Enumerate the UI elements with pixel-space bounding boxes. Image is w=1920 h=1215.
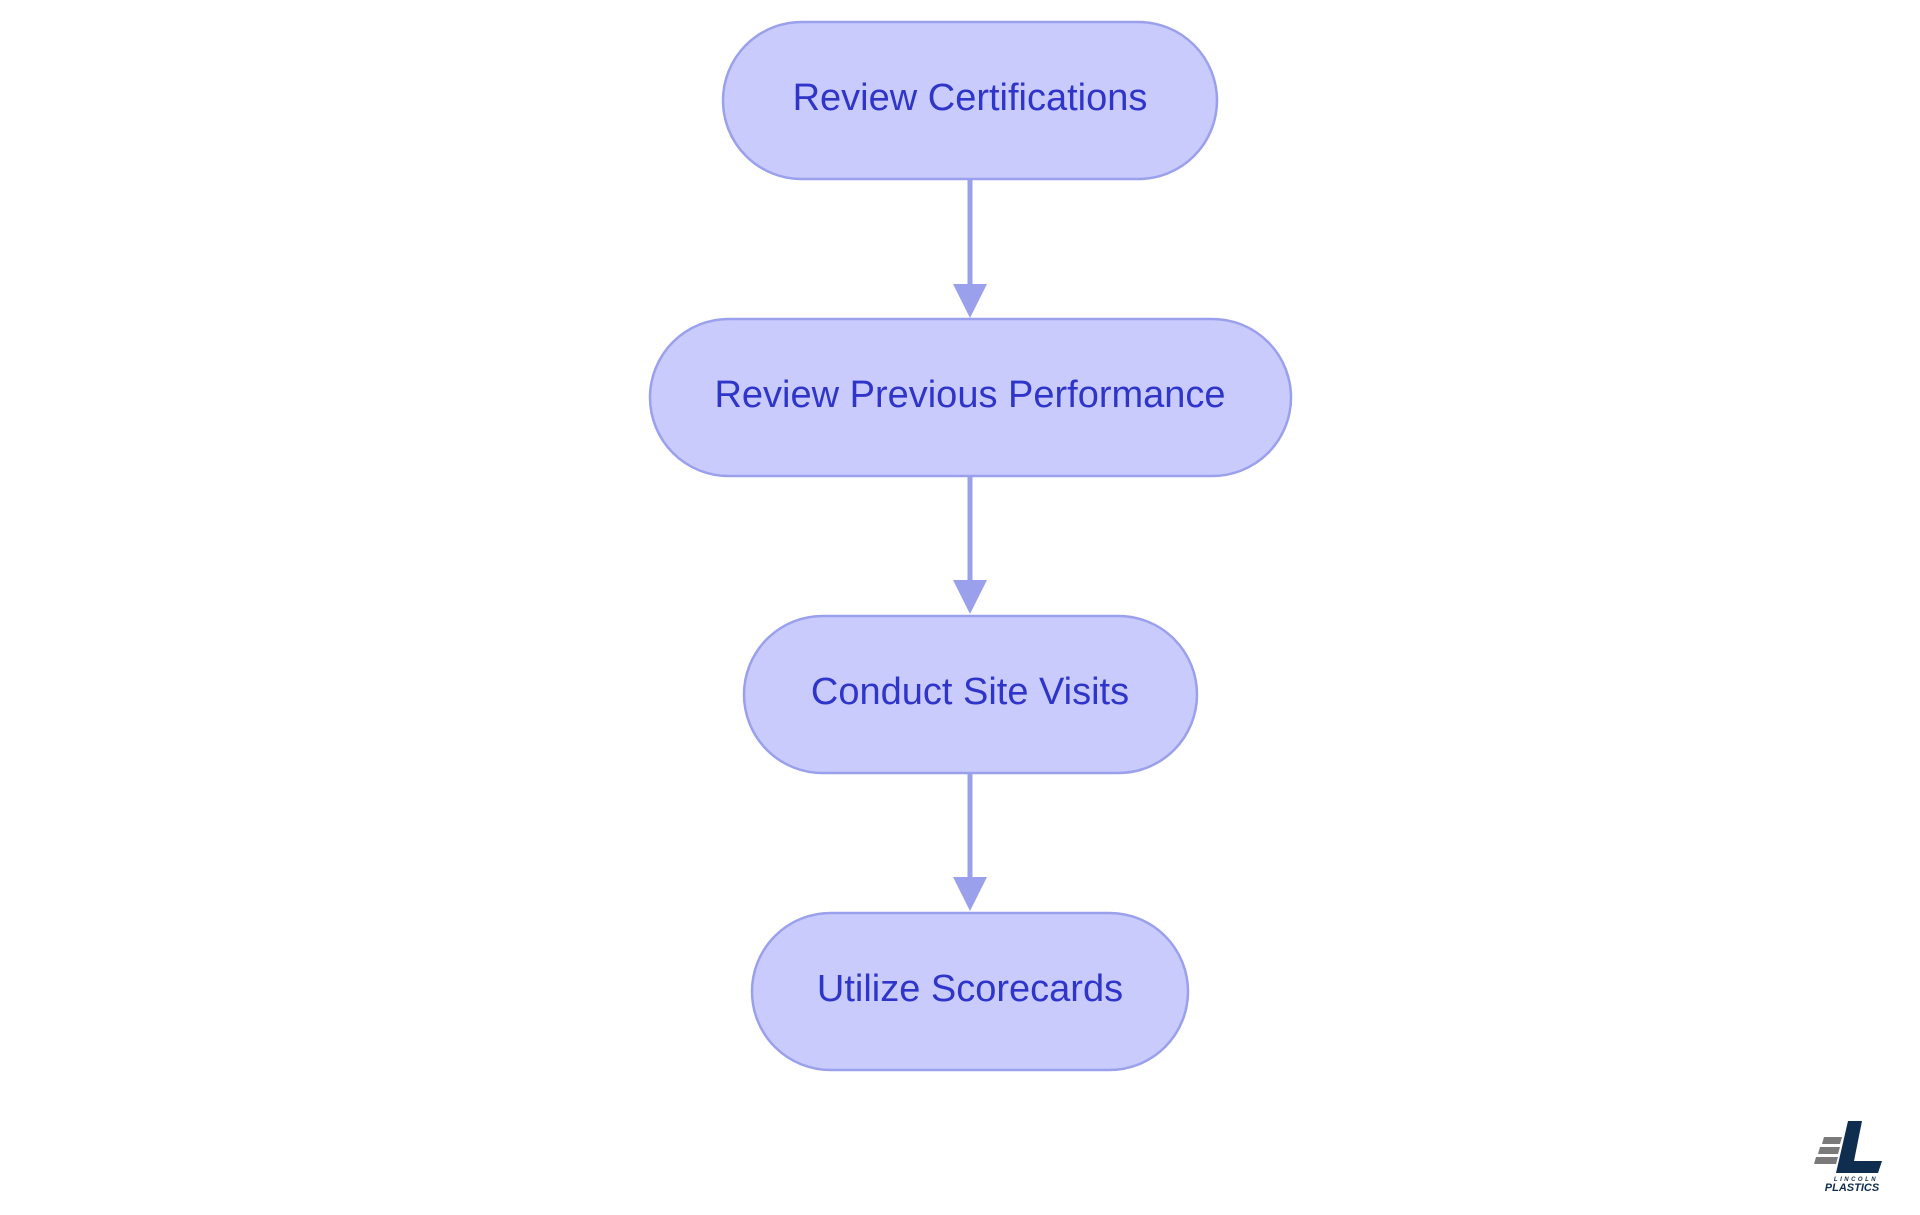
logo-word-bottom: PLASTICS	[1825, 1182, 1880, 1194]
node-label: Review Certifications	[793, 77, 1148, 119]
node-label: Review Previous Performance	[714, 374, 1225, 416]
node-label: Conduct Site Visits	[811, 671, 1129, 713]
node-review-previous-performance: Review Previous Performance	[648, 317, 1293, 478]
node-utilize-scorecards: Utilize Scorecards	[750, 911, 1190, 1072]
edge-performance-to-site-visits	[953, 476, 987, 614]
lincoln-plastics-logo: LINCOLN PLASTICS	[1812, 1117, 1892, 1197]
node-label: Utilize Scorecards	[817, 968, 1123, 1010]
edge-site-visits-to-scorecards	[953, 773, 987, 911]
node-review-certifications: Review Certifications	[721, 20, 1219, 181]
edge-certifications-to-performance	[953, 180, 987, 318]
logo-word-top: LINCOLN	[1834, 1177, 1878, 1183]
node-conduct-site-visits: Conduct Site Visits	[742, 614, 1199, 775]
